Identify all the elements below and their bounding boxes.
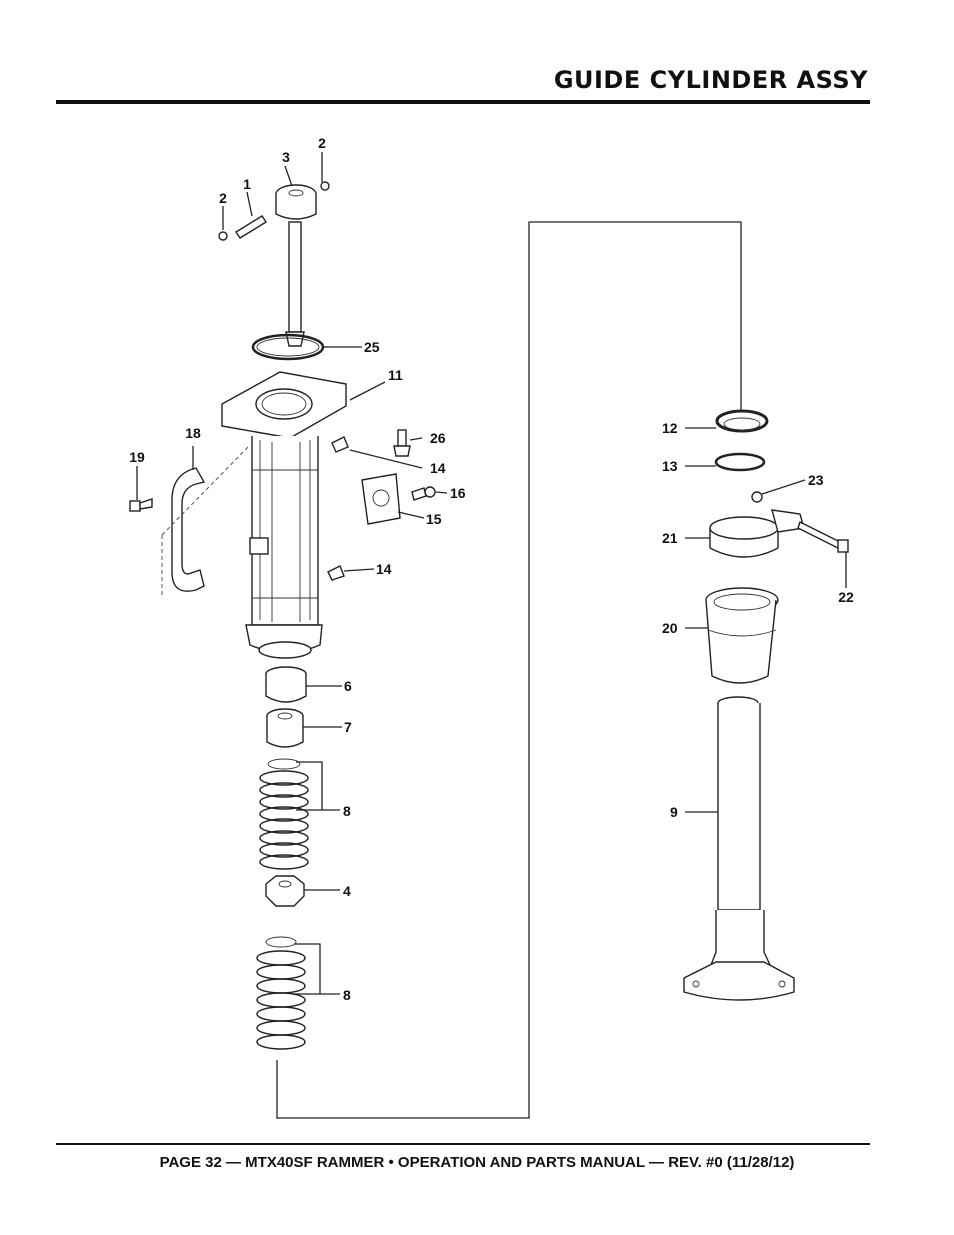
callout-20: 20 (662, 620, 678, 636)
callout-6: 6 (344, 678, 352, 694)
part-3-rod-cap (275, 184, 317, 347)
part-18-handle (161, 444, 251, 598)
callout-11: 11 (388, 367, 403, 383)
part-9-guide-tube (683, 696, 795, 1001)
header-rule (56, 100, 870, 104)
callout-14: 14 (430, 460, 446, 476)
part-14-grease-fitting (327, 436, 349, 581)
callout-22: 22 (838, 589, 854, 605)
leader-lines (136, 152, 847, 995)
callout-2: 2 (219, 190, 227, 206)
callout-8: 8 (343, 987, 351, 1003)
callout-18: 18 (185, 425, 201, 441)
callout-8: 8 (343, 803, 351, 819)
part-2-nut (218, 181, 330, 241)
part-20-rubber-sleeve (705, 587, 779, 684)
connector-line (276, 221, 742, 1119)
part-22-bolt (797, 521, 849, 553)
callout-1: 1 (243, 176, 251, 192)
part-12-ring (715, 409, 769, 433)
footer-rule (56, 1143, 870, 1145)
callout-3: 3 (282, 149, 290, 165)
callout-23: 23 (808, 472, 824, 488)
part-15-plate (361, 473, 401, 525)
part-1-pin (235, 215, 267, 239)
part-25-o-ring (251, 333, 325, 361)
callout-4: 4 (343, 883, 351, 899)
page-title: GUIDE CYLINDER ASSY (553, 66, 868, 94)
part-8-lower-spring (256, 936, 306, 1050)
callout-12: 12 (662, 420, 678, 436)
callout-21: 21 (662, 530, 678, 546)
callout-15: 15 (426, 511, 442, 527)
part-26-bolt (393, 429, 411, 457)
part-8-upper-spring (259, 758, 309, 870)
part-19-bolt (129, 498, 153, 512)
callout-7: 7 (344, 719, 352, 735)
callout-13: 13 (662, 458, 678, 474)
part-6-bushing (265, 666, 307, 703)
callout-9: 9 (670, 804, 678, 820)
part-21-clamp (709, 509, 805, 558)
callout-16: 16 (450, 485, 466, 501)
part-7-nut (266, 708, 304, 748)
callout-25: 25 (364, 339, 380, 355)
part-23-nut (751, 491, 763, 503)
callout-14: 14 (376, 561, 392, 577)
part-4-hex-nut (265, 875, 305, 907)
part-13-snap-ring (714, 452, 766, 472)
callout-19: 19 (129, 449, 145, 465)
page-footer: PAGE 32 — MTX40SF RAMMER • OPERATION AND… (159, 1154, 795, 1171)
part-11-guide-cylinder (221, 371, 347, 659)
callout-2: 2 (318, 135, 326, 151)
part-16-bolt (411, 486, 436, 501)
callout-26: 26 (430, 430, 446, 446)
